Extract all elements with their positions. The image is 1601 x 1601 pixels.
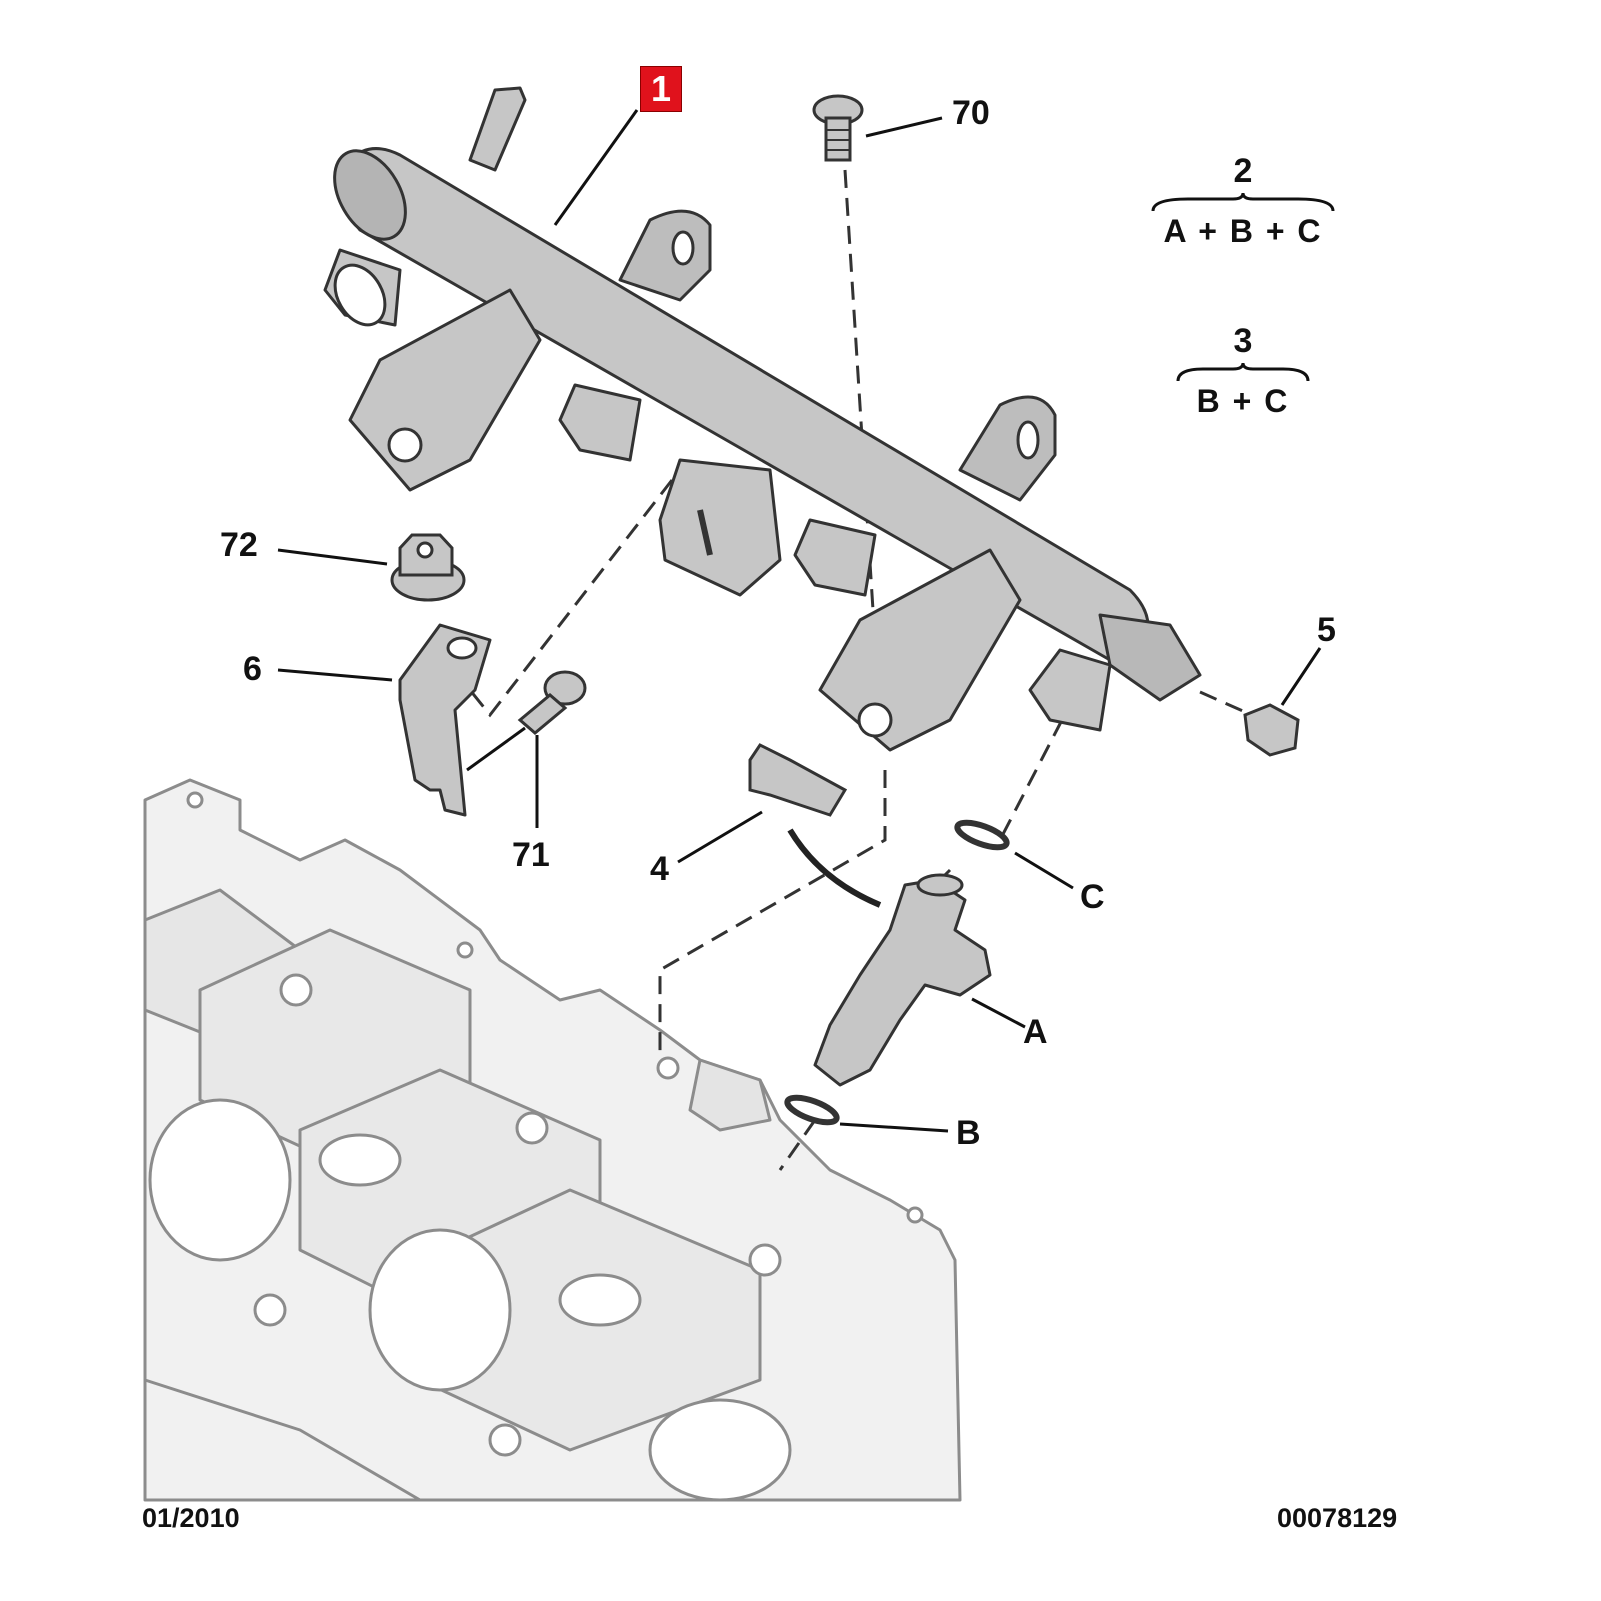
kit-combination-3: 3 B + C [1173, 322, 1313, 420]
fuel-rail-part-1 [323, 86, 1202, 752]
kit-parts: B + C [1196, 383, 1290, 419]
part-number-1-highlight: 1 [640, 66, 682, 112]
kit-parts: A + B + C [1163, 213, 1323, 249]
part-number-5: 5 [1317, 611, 1336, 649]
kit-combination-2: 2 A + B + C [1148, 152, 1338, 250]
bolt-part-71 [517, 670, 587, 735]
part-number-6: 6 [243, 650, 262, 688]
part-letter-b: B [956, 1114, 981, 1152]
diagram-date: 01/2010 [142, 1503, 240, 1533]
kit-number: 2 [1233, 152, 1253, 190]
cylinder-head [143, 778, 962, 1502]
part-number-72: 72 [220, 526, 258, 564]
screw-part-70 [812, 94, 864, 162]
part-letter-c: C [1080, 878, 1105, 916]
nut-part-72 [390, 533, 466, 602]
injector-part-a [813, 873, 992, 1087]
kit-number: 3 [1233, 322, 1253, 360]
part-number-70: 70 [952, 94, 990, 132]
o-ring-part-b [784, 1094, 840, 1126]
part-number-4: 4 [650, 850, 669, 888]
bracket-part-6 [398, 623, 492, 817]
part-letter-a: A [1023, 1013, 1048, 1051]
brace-icon [1151, 192, 1335, 212]
callout-leader-lines [277, 109, 1322, 1133]
diagram-reference-number: 00078129 [1277, 1503, 1398, 1533]
cap-part-5 [1243, 703, 1300, 757]
clip-part-4 [748, 743, 882, 908]
o-ring-part-c [954, 819, 1010, 851]
part-number-71: 71 [512, 836, 550, 874]
brace-icon [1176, 362, 1310, 382]
